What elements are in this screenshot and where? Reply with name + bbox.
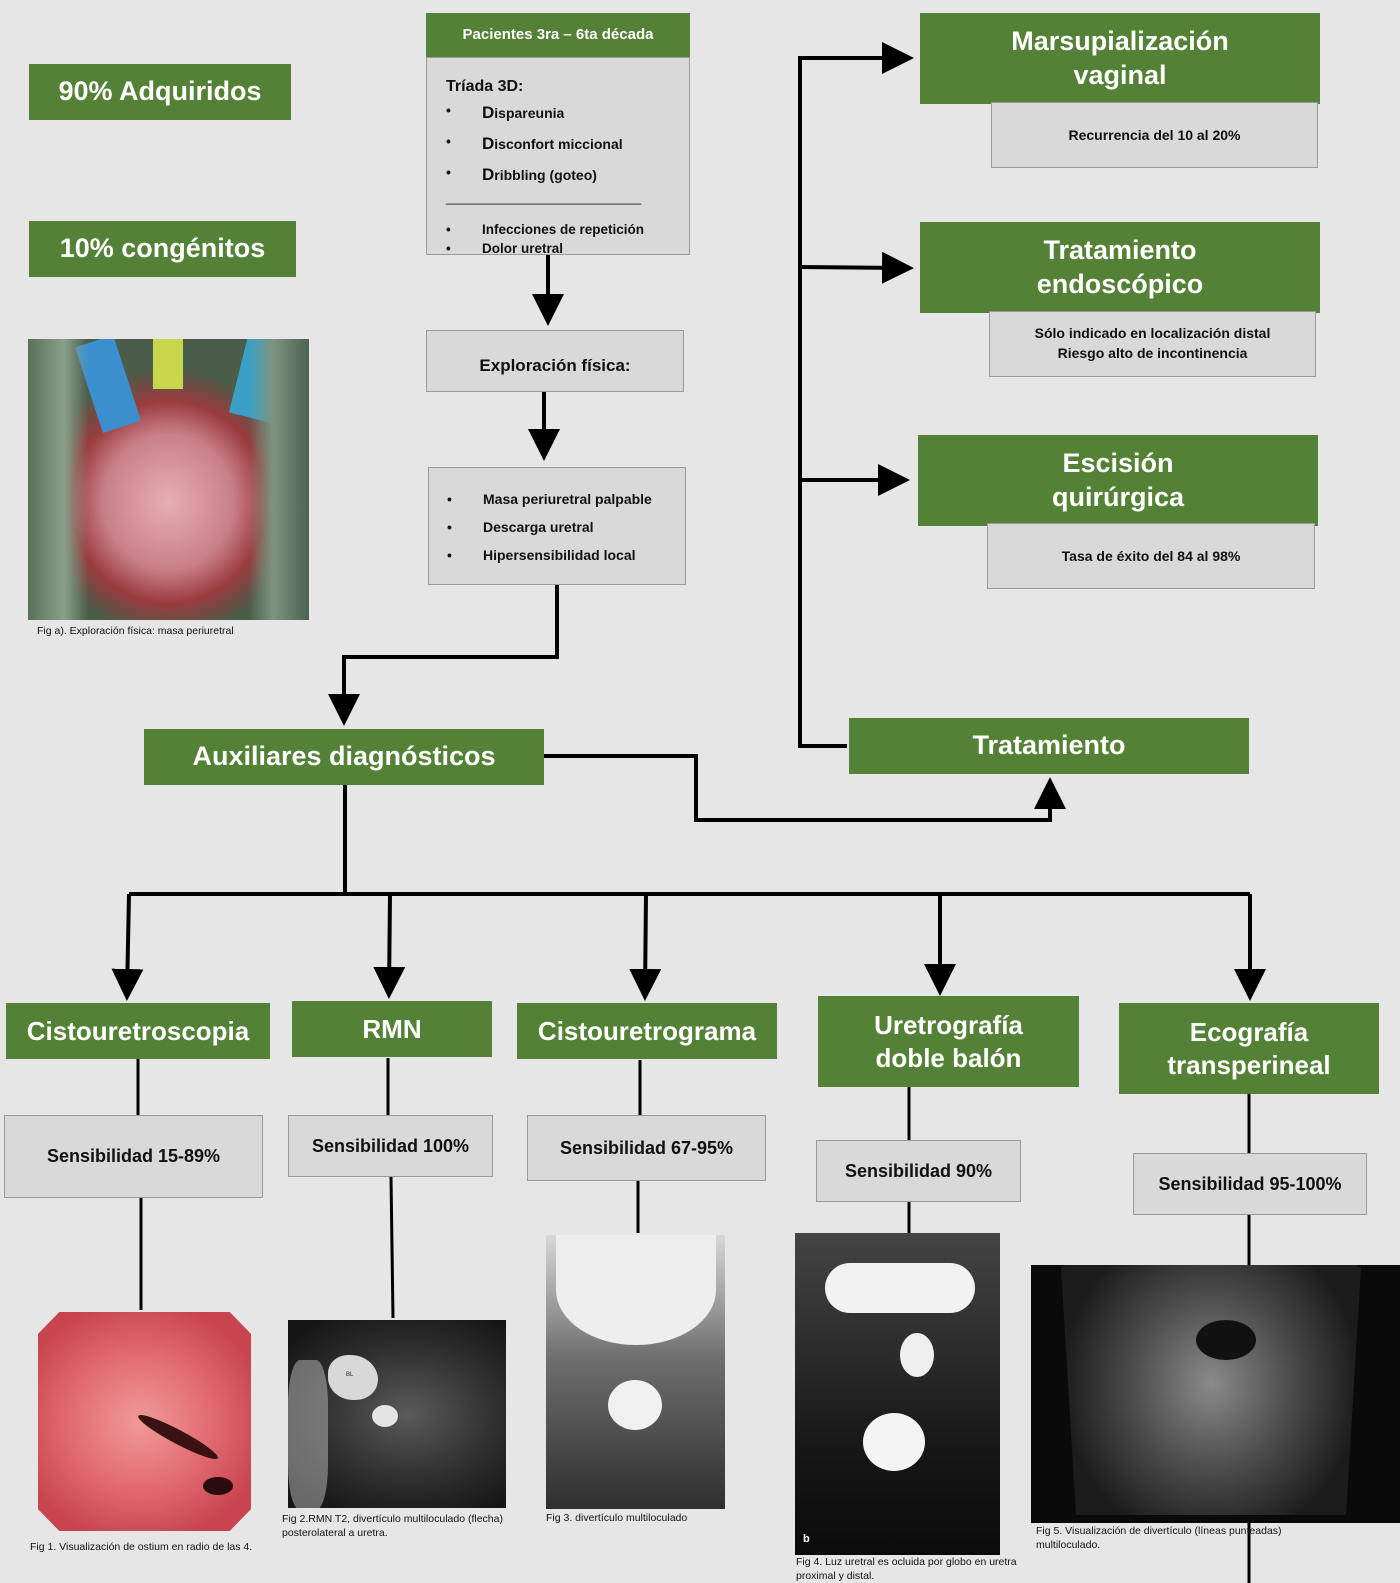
double-balloon-image: b — [795, 1233, 1000, 1555]
list-item: Infecciones de repetición — [446, 220, 689, 240]
list-item: Dolor uretral — [446, 239, 689, 259]
exam-findings-box: Masa periuretral palpable Descarga uretr… — [428, 467, 686, 585]
list-item: Hipersensibilidad local — [447, 541, 685, 569]
surgical-mass-photo — [28, 339, 309, 620]
fig-4-caption: Fig 4. Luz uretral es ocluida por globo … — [796, 1556, 1017, 1582]
list-item: Dispareunia — [446, 98, 689, 129]
test-name-box: Cistouretrograma — [517, 1003, 777, 1059]
treatment-option-note: Recurrencia del 10 al 20% — [991, 102, 1318, 168]
divider: ___________________________ — [446, 190, 642, 206]
ultrasound-image — [1031, 1265, 1400, 1523]
cystoscopy-image — [38, 1312, 251, 1531]
treatment-option-note: Sólo indicado en localización distal Rie… — [989, 311, 1316, 377]
exam-title: Exploración física: — [479, 356, 631, 375]
panel-label: b — [803, 1533, 810, 1545]
treatment-box: Tratamiento — [849, 718, 1249, 774]
list-item: Dribbling (goteo) — [446, 160, 689, 191]
triad-title: Tríada 3D: — [446, 78, 524, 95]
treatment-option-note: Tasa de éxito del 84 al 98% — [987, 523, 1315, 589]
fig-3-caption: Fig 3. divertículo multiloculado — [546, 1512, 688, 1524]
acquired-badge: 90% Adquiridos — [29, 64, 291, 120]
exam-title-box: Exploración física: — [426, 330, 684, 392]
list-item: Disconfort miccional — [446, 129, 689, 160]
fig-5-caption: Fig 5. Visualización de divertículo (lín… — [1036, 1525, 1282, 1551]
treatment-option-title: Tratamiento endoscópico — [920, 222, 1320, 313]
test-sensitivity-box: Sensibilidad 100% — [288, 1115, 493, 1177]
treatment-option-title: Marsupialización vaginal — [920, 13, 1320, 104]
test-name-box: Ecografía transperineal — [1119, 1003, 1379, 1094]
exam-findings-list: Masa periuretral palpable Descarga uretr… — [447, 485, 685, 569]
test-sensitivity-box: Sensibilidad 67-95% — [527, 1115, 766, 1181]
test-name-box: RMN — [292, 1001, 492, 1057]
cystourethrogram-image — [546, 1235, 725, 1509]
test-name-box: Uretrografía doble balón — [818, 996, 1079, 1087]
list-item: Masa periuretral palpable — [447, 485, 685, 513]
aux-diagnostics-box: Auxiliares diagnósticos — [144, 729, 544, 785]
treatment-option-title: Escisión quirúrgica — [918, 435, 1318, 526]
test-sensitivity-box: Sensibilidad 90% — [816, 1140, 1021, 1202]
mri-image: BL — [288, 1320, 506, 1508]
congenital-badge: 10% congénitos — [29, 221, 296, 277]
extra-symptoms-list: Infecciones de repetición Dolor uretral — [446, 220, 689, 259]
mri-label: BL — [346, 1372, 354, 1378]
test-name-box: Cistouretroscopia — [6, 1003, 270, 1059]
fig-a-caption: Fig a). Exploración física: masa periure… — [37, 625, 234, 637]
triad-list: Dispareunia Disconfort miccional Dribbli… — [446, 98, 689, 190]
test-sensitivity-box: Sensibilidad 95-100% — [1133, 1153, 1367, 1215]
test-sensitivity-box: Sensibilidad 15-89% — [4, 1115, 263, 1198]
fig-2-caption: Fig 2.RMN T2, divertículo multiloculado … — [282, 1513, 503, 1539]
patients-box: Tríada 3D: Dispareunia Disconfort miccio… — [426, 57, 690, 258]
list-item: Descarga uretral — [447, 513, 685, 541]
patients-header: Pacientes 3ra – 6ta década — [426, 13, 690, 57]
fig-1-caption: Fig 1. Visualización de ostium en radio … — [30, 1541, 253, 1553]
